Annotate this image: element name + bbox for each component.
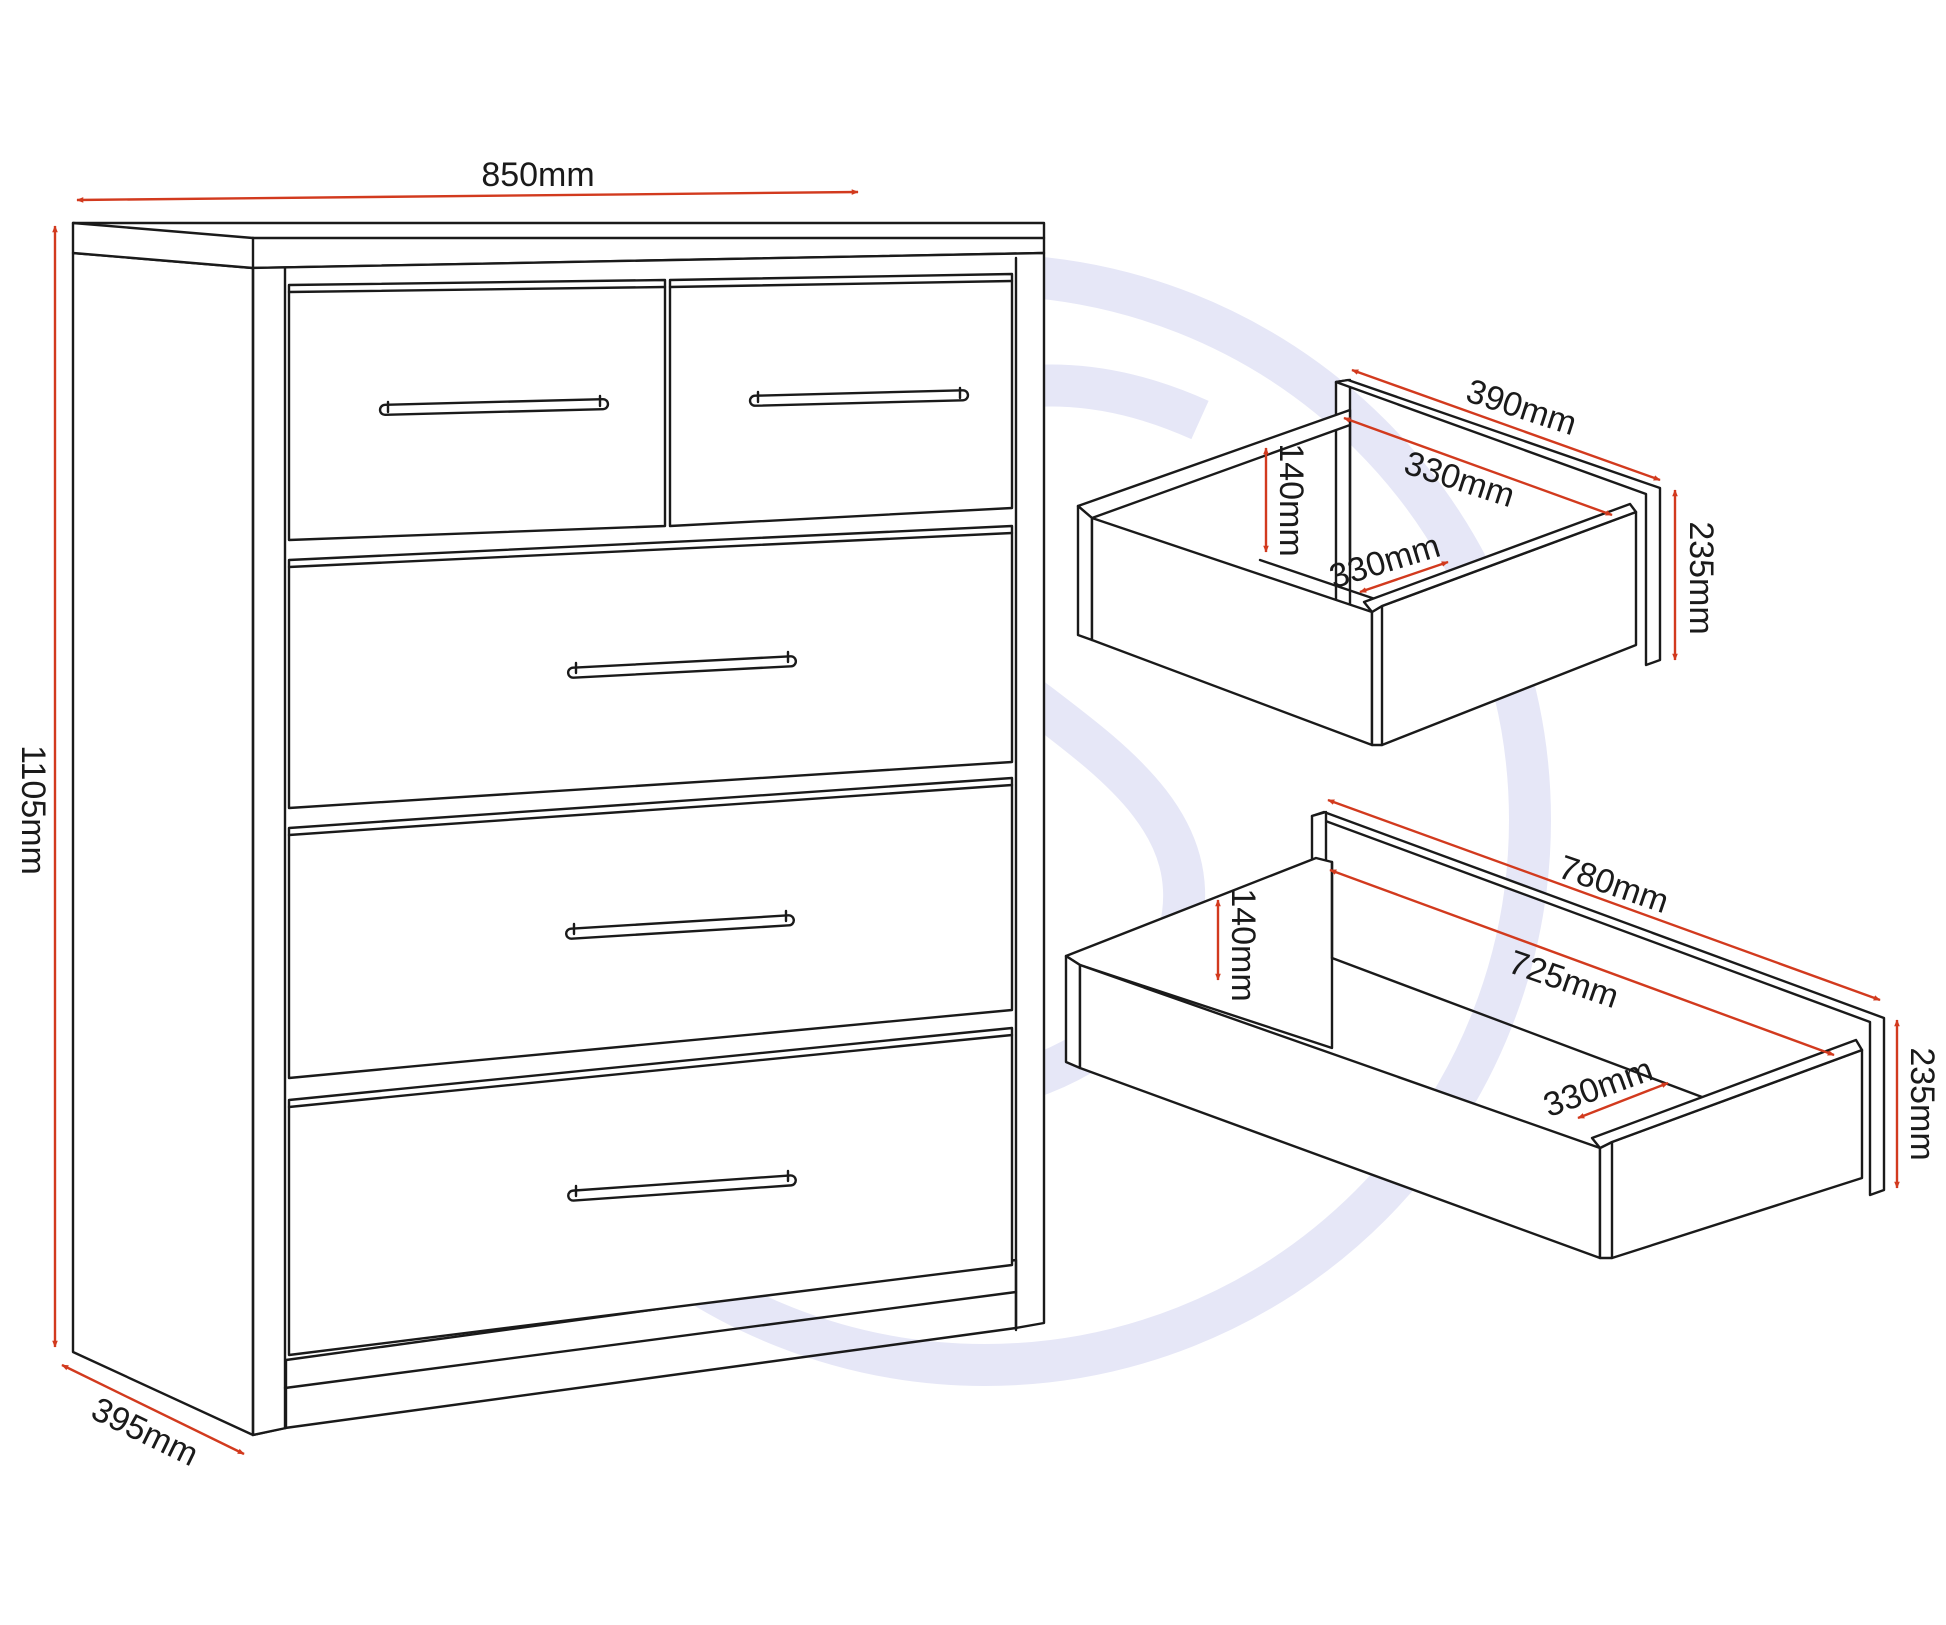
large-drawer-inner-width-label: 725mm	[1504, 943, 1624, 1016]
drawer-handle[interactable]	[566, 650, 798, 679]
small-drawer-box-front	[1090, 516, 1374, 747]
large-drawer-front-height-label: 235mm	[1903, 1047, 1941, 1160]
small-drawer-front-height-label: 235mm	[1682, 521, 1720, 634]
large-drawer-inner-width-dimension: 725mm	[1329, 868, 1835, 1057]
drawer-handle[interactable]	[567, 1169, 797, 1202]
large-drawer-inner-height-label: 140mm	[1224, 888, 1262, 1001]
large-drawer-diagram	[1064, 810, 1886, 1260]
drawer-handle[interactable]	[565, 909, 795, 940]
large-drawer-inner-depth-label: 330mm	[1538, 1050, 1658, 1124]
drawer-handle[interactable]	[378, 394, 610, 417]
small-drawer-inner-height-dimension: 140mm	[1263, 443, 1310, 557]
chest-width-label: 850mm	[481, 156, 594, 194]
chest-height-dimension: 1105mm	[14, 225, 58, 1348]
small-drawer-inner-height-label: 140mm	[1272, 443, 1310, 556]
chest-width-dimension: 850mm	[76, 156, 859, 203]
chest-height-label: 1105mm	[14, 745, 52, 875]
small-drawer-front-height-dimension: 235mm	[1672, 489, 1720, 661]
chest-of-drawers	[71, 221, 1046, 1437]
large-drawer-front-height-dimension: 235mm	[1894, 1019, 1941, 1189]
drawer-handle[interactable]	[748, 386, 970, 407]
large-drawer-inner-height-dimension: 140mm	[1215, 888, 1262, 1002]
large-drawer-inner-depth-dimension: 330mm	[1538, 1050, 1669, 1125]
